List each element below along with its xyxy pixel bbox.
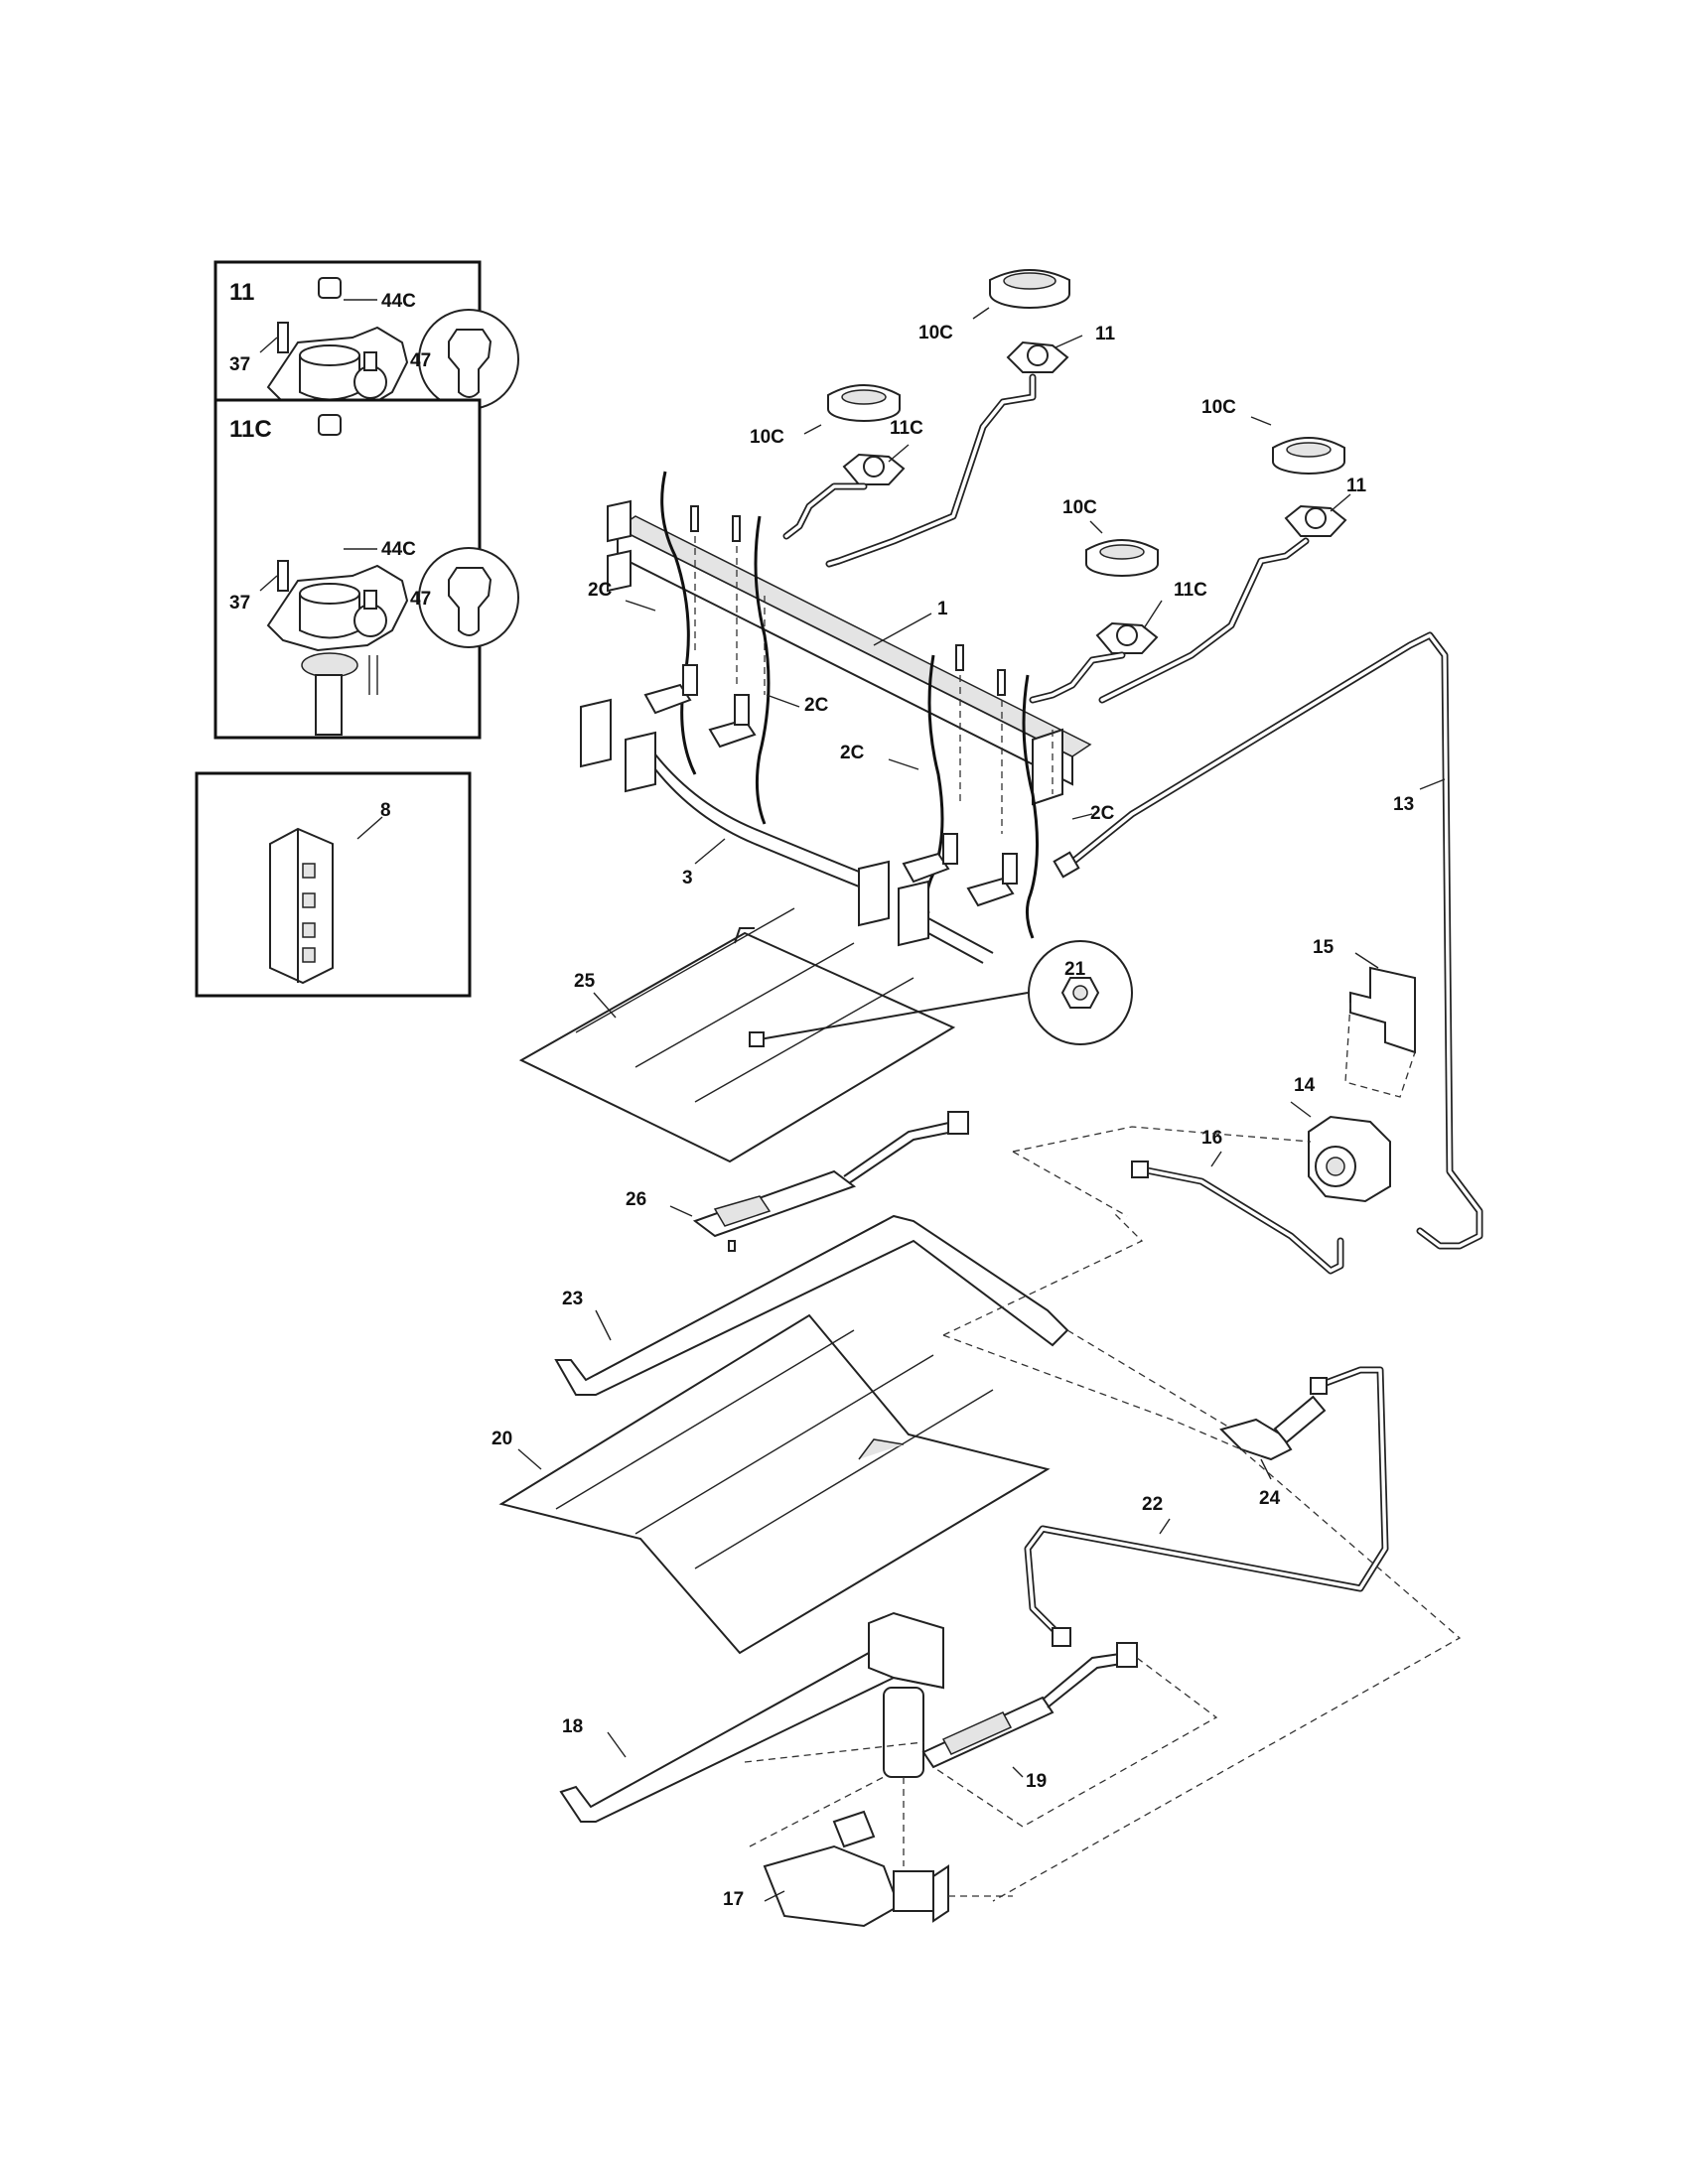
label-10c-left: 10C (750, 427, 784, 448)
label-11c-mid: 11C (1174, 580, 1207, 601)
label-20: 20 (492, 1429, 512, 1449)
surface-burner-right: 10C 11 (1201, 397, 1367, 537)
oven-igniter-26: 26 (626, 1111, 969, 1252)
oven-valve-17: 17 (723, 1776, 1013, 1928)
inset-title-11c: 11C (229, 416, 272, 443)
screw-37-icon (277, 322, 289, 353)
label-47: 47 (410, 350, 431, 371)
label-11-right: 11 (1346, 476, 1367, 496)
label-10c-top: 10C (918, 323, 953, 343)
label-23: 23 (562, 1289, 583, 1309)
label-24: 24 (1259, 1488, 1281, 1509)
label-17: 17 (723, 1889, 744, 1910)
label-44c: 44C (381, 291, 416, 312)
label-37: 37 (229, 354, 250, 375)
valve-bracket-3: 3 (580, 698, 994, 964)
gas-tube-13: 13 (1053, 631, 1483, 1250)
label-2c-b: 2C (804, 695, 829, 716)
label-47: 47 (410, 589, 431, 610)
regulator-bracket-15: 15 (1313, 937, 1416, 1098)
label-10c-right: 10C (1201, 397, 1236, 418)
gas-tube-16: 16 (1012, 1126, 1344, 1275)
orifice-icon (448, 567, 492, 636)
pressure-regulator-14: 14 (1290, 1075, 1391, 1203)
spark-module-icon (269, 827, 334, 985)
label-26: 26 (626, 1189, 646, 1210)
label-37: 37 (229, 593, 250, 614)
label-14: 14 (1294, 1075, 1316, 1096)
label-18: 18 (562, 1716, 583, 1737)
manifold-assembly: 1 (607, 499, 1092, 806)
label-19: 19 (1026, 1771, 1047, 1792)
inset-spark-module: 8 (195, 771, 472, 998)
heat-shield-25: 25 (518, 907, 956, 1163)
inset-burner-11c: 11C 44C 37 47 (213, 398, 519, 740)
label-22: 22 (1142, 1494, 1163, 1515)
label-1: 1 (937, 599, 948, 619)
label-2c-a: 2C (588, 580, 613, 601)
orifice-icon (448, 329, 492, 398)
label-3: 3 (682, 868, 693, 888)
label-15: 15 (1313, 937, 1335, 958)
label-16: 16 (1201, 1128, 1222, 1149)
broil-burner-18: 18 (559, 1611, 944, 1866)
surface-burner-left: 10C 11C (750, 384, 923, 485)
surface-burner-mid: 10C 11C (1062, 497, 1207, 654)
bake-burner-23: 23 (554, 1210, 1242, 1450)
label-25: 25 (574, 971, 596, 992)
label-11c-left: 11C (890, 418, 923, 439)
nut-21: 21 (749, 940, 1133, 1047)
label-2c-c: 2C (840, 743, 865, 763)
broil-igniter-19: 19 (921, 1642, 1218, 1828)
label-44c: 44C (381, 539, 416, 560)
label-13: 13 (1393, 794, 1414, 815)
label-21: 21 (1064, 959, 1086, 980)
label-8: 8 (380, 800, 391, 821)
label-11-top: 11 (1095, 324, 1116, 344)
label-2c-d: 2C (1090, 803, 1115, 824)
screw-37-icon (277, 560, 289, 592)
label-10c-mid: 10C (1062, 497, 1097, 518)
orifice-fitting-24: 24 (1219, 1395, 1327, 1509)
inset-title-11: 11 (229, 279, 254, 306)
burner-valves (643, 664, 1018, 907)
burner-base-illustration (266, 414, 409, 736)
baffle-20: 20 (492, 1313, 1051, 1655)
surface-burner-top: 10C 11 (918, 269, 1116, 373)
gas-tube-22: 22 (992, 1366, 1462, 1902)
